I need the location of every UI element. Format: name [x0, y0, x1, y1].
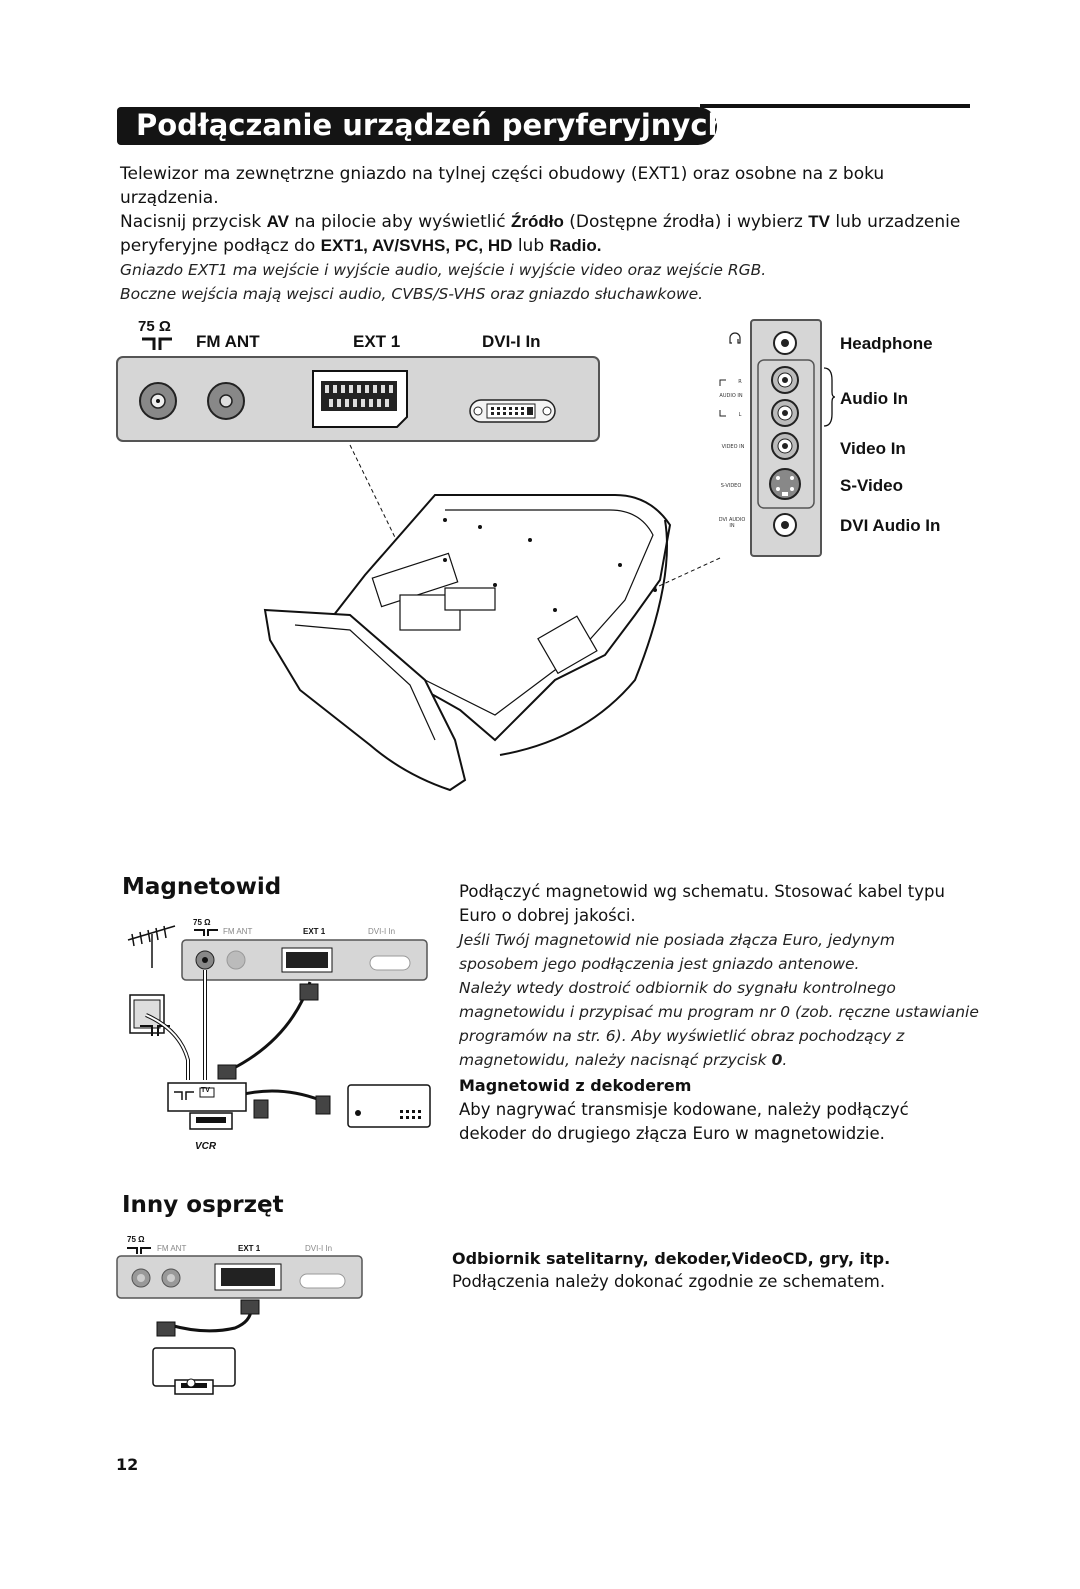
vcr-para-2: Aby nagrywać transmisje kodowane, należy…: [459, 1100, 909, 1143]
intro-italic-2: Boczne wejścia mają wejsci audio, CVBS/S…: [120, 285, 704, 303]
tiny-video-in-label: VIDEO IN: [721, 444, 745, 450]
vcr-text-block: Podłączyć magnetowid wg schematu. Stosow…: [459, 880, 979, 1146]
headphone-jack-icon: [773, 331, 797, 355]
intro-italic-1: Gniazdo EXT1 ma wejście i wyjście audio,…: [120, 261, 767, 279]
ext1-label: EXT 1: [353, 332, 401, 351]
vcr-diagram-ext-label: EXT 1: [303, 927, 326, 936]
s-video-label: S-Video: [840, 476, 903, 495]
dvi-label: DVI-I In: [482, 332, 541, 351]
vcr-subheading: Magnetowid z dekoderem: [459, 1076, 692, 1095]
vcr-label: VCR: [195, 1141, 217, 1152]
back-connector-panel: [116, 356, 600, 442]
svideo-jack-icon: [769, 468, 801, 500]
video-in-jack-icon: [771, 432, 799, 460]
dvi-audio-in-label: DVI Audio In: [840, 516, 941, 535]
vcr-heading: Magnetowid: [122, 874, 282, 900]
vcr-diagram-ohm-label: 75 Ω: [193, 918, 211, 927]
headphone-label: Headphone: [840, 334, 933, 353]
page-number: 12: [116, 1455, 139, 1474]
other-diagram-ohm-label: 75 Ω: [127, 1235, 145, 1244]
antenna-symbol-icon: [142, 337, 172, 350]
other-connection-diagram: [116, 1247, 363, 1395]
scart-socket-icon: [312, 370, 408, 428]
other-heading: Inny osprzęt: [122, 1192, 284, 1218]
audio-in-label: Audio In: [840, 389, 908, 408]
tiny-l-label: L: [738, 412, 742, 418]
other-para: Podłączenia należy dokonać zgodnie ze sc…: [452, 1272, 886, 1291]
intro-line-2: Nacisnij przycisk AV na pilocie aby wyśw…: [120, 212, 961, 232]
page-title: Podłączanie urządzeń peryferyjnych: [136, 108, 729, 142]
vcr-diagram-fm-label: FM ANT: [223, 927, 253, 936]
tiny-svideo-label: S-VIDEO: [720, 483, 742, 489]
tiny-dvi-audio-in-label: DVI AUDIO IN: [718, 517, 746, 529]
ohm-label: 75 Ω: [138, 318, 171, 335]
video-in-label: Video In: [840, 439, 906, 458]
audio-l-jack-icon: [771, 399, 799, 427]
vcr-para-1: Podłączyć magnetowid wg schematu. Stosow…: [459, 882, 945, 925]
title-banner: [117, 107, 717, 145]
tv-rear-illustration: [263, 444, 721, 792]
fm-socket-icon: [207, 382, 245, 420]
tiny-audio-in-label: AUDIO IN: [719, 393, 743, 399]
other-diagram-dvi-label: DVI-I In: [305, 1244, 333, 1253]
vcr-tv-label: TV: [201, 1087, 210, 1094]
headphone-symbol-icon: [729, 332, 741, 344]
title-rule: [700, 104, 970, 108]
vcr-diagram-dvi-label: DVI-I In: [368, 927, 396, 936]
vcr-connection-diagram: [127, 925, 431, 1130]
fm-ant-label: FM ANT: [196, 332, 260, 351]
antenna-socket-icon: [139, 382, 177, 420]
tiny-r-label: R: [738, 379, 742, 385]
audio-r-jack-icon: [771, 366, 799, 394]
side-connector-panel: [719, 319, 822, 557]
other-subheading: Odbiornik satelitarny, dekoder,VideoCD, …: [452, 1249, 891, 1268]
other-diagram-fm-label: FM ANT: [157, 1244, 187, 1253]
other-diagram-ext-label: EXT 1: [238, 1244, 261, 1253]
audio-bracket: [823, 367, 836, 427]
vcr-italic-2: Należy wtedy dostroić odbiornik do sygna…: [459, 979, 979, 1069]
intro-line-3: peryferyjne podłącz do EXT1, AV/SVHS, PC…: [120, 236, 602, 256]
dvi-audio-jack-icon: [773, 513, 797, 537]
antenna-icon: [127, 925, 176, 968]
vcr-italic-1: Jeśli Twój magnetowid nie posiada złącza…: [459, 931, 895, 973]
intro-line-1: Telewizor ma zewnętrzne gniazdo na tylne…: [120, 164, 885, 208]
intro-text: Telewizor ma zewnętrzne gniazdo na tylne…: [120, 162, 980, 306]
dvi-socket-icon: [469, 399, 556, 423]
